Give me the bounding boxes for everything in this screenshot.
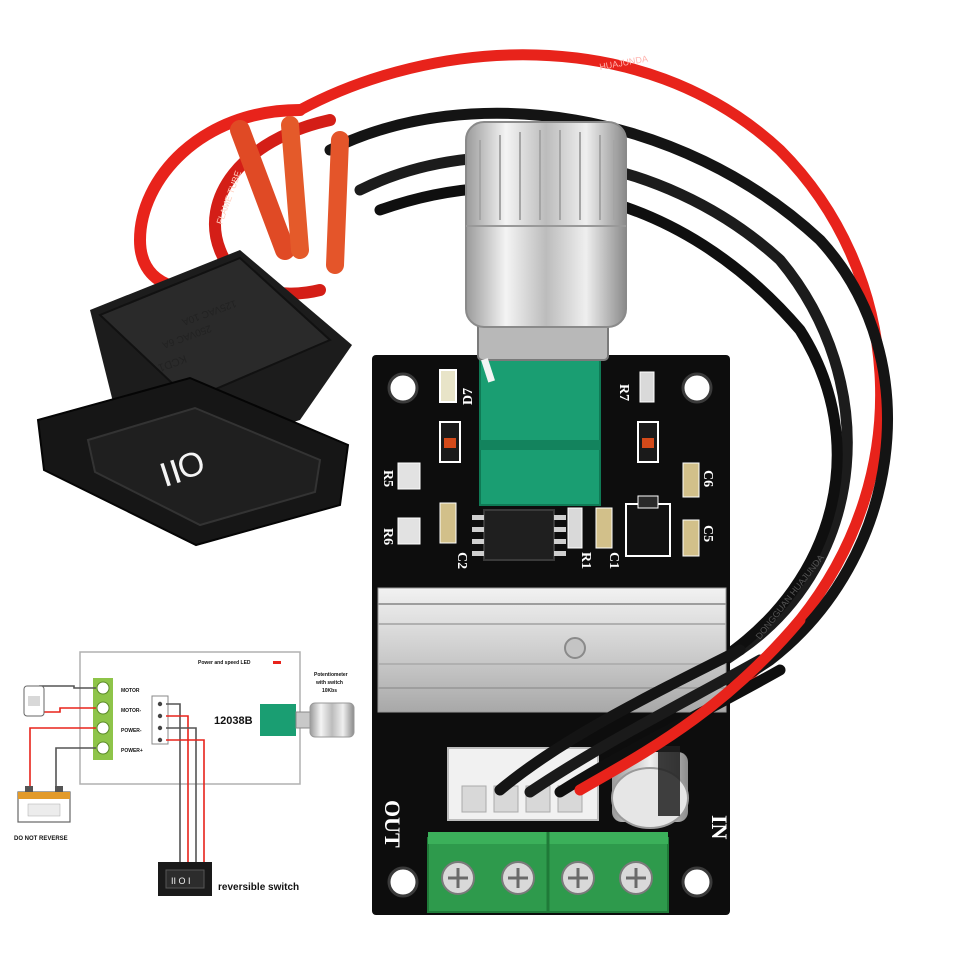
label-d7: D7 (461, 388, 476, 405)
mount-hole-br (681, 866, 713, 898)
potentiometer (465, 121, 627, 506)
label-c2: C2 (454, 552, 469, 569)
label-out: OUT (380, 800, 405, 848)
heatsink-screw (564, 637, 586, 659)
diode-right-band (642, 438, 654, 448)
diagram-battery-icon (17, 786, 71, 823)
diagram-battery-warning: DO NOT REVERSE (14, 836, 68, 842)
diagram-terminal-holes (96, 681, 110, 755)
red-sleeve-3 (326, 131, 349, 274)
heatsink (377, 587, 727, 713)
label-c5: C5 (700, 525, 715, 542)
wiring-diagram: MOTOR MOTOR- POWER- POWER+ Power and spe… (14, 651, 355, 896)
label-c1: C1 (606, 552, 621, 569)
red-sleeve-2 (281, 116, 309, 259)
diagram-motor-icon (23, 685, 45, 717)
svg-text:II O I: II O I (171, 876, 191, 886)
label-r7: R7 (616, 384, 631, 401)
regulator (625, 503, 671, 557)
resistor-r1 (567, 507, 583, 549)
diagram-pot-label-1: Potentiometer (314, 672, 348, 678)
mount-hole-tl (387, 372, 419, 404)
electrolytic-capacitor (611, 746, 689, 829)
label-r5: R5 (380, 470, 395, 487)
label-r1: R1 (578, 552, 593, 569)
cap-c1 (595, 507, 613, 549)
mount-hole-bl (387, 866, 419, 898)
resistor-r7 (639, 371, 655, 403)
ic-chip (483, 509, 555, 561)
diagram-switch-strip (151, 695, 169, 745)
label-in: IN (707, 815, 732, 840)
diagram-pot-label-3: 10Kbs (322, 688, 337, 694)
resistor-r5 (397, 462, 421, 490)
diagram-pot-shaft (295, 711, 311, 729)
cap-c5 (682, 519, 700, 557)
red-sleeve-1 (230, 120, 295, 260)
diagram-power-neg: POWER- (121, 728, 142, 734)
diagram-pot-knob (309, 702, 355, 738)
wires-into-connector (494, 614, 806, 798)
switch-top-face (98, 256, 332, 402)
diagram-pot-label-2: with switch (315, 680, 343, 686)
pot-body (479, 354, 601, 506)
pcb-board: D7 R7 R5 R6 C2 R1 C1 C6 C5 OUT IN (372, 355, 732, 915)
rocker-switch[interactable]: KCD1 250VAC 6A 125VAC 10A II O I (36, 250, 504, 547)
ic-pins (472, 515, 566, 556)
switch-rocker-face[interactable] (86, 406, 322, 527)
mount-hole-tr (681, 372, 713, 404)
regulator-tab (637, 495, 659, 509)
label-c6: C6 (700, 470, 715, 487)
diagram-model: 12038B (214, 715, 253, 727)
diagram-motor-neg: MOTOR- (121, 708, 142, 714)
diagram-led (273, 661, 281, 664)
diagram-motor-label: MOTOR (121, 688, 140, 694)
label-r6: R6 (380, 528, 395, 545)
diagram-switch-label: reversible switch (218, 882, 299, 893)
diagram-wires (29, 685, 205, 862)
diode-left-band (444, 438, 456, 448)
diagram-reversible-switch-icon: II O I (158, 862, 212, 896)
diagram-pot-body (260, 704, 296, 736)
diagram-terminal-strip (93, 678, 113, 760)
diagram-power-pos: POWER+ (121, 748, 143, 754)
knob-ridges (479, 130, 615, 220)
resistor-r6 (397, 517, 421, 545)
screw-terminal-block (427, 832, 669, 913)
led-d7 (439, 369, 457, 403)
cap-c2 (439, 502, 457, 544)
cap-c6 (682, 462, 700, 498)
pot-knob[interactable] (465, 121, 627, 328)
diagram-power-indicator: Power and speed LED (198, 660, 251, 666)
